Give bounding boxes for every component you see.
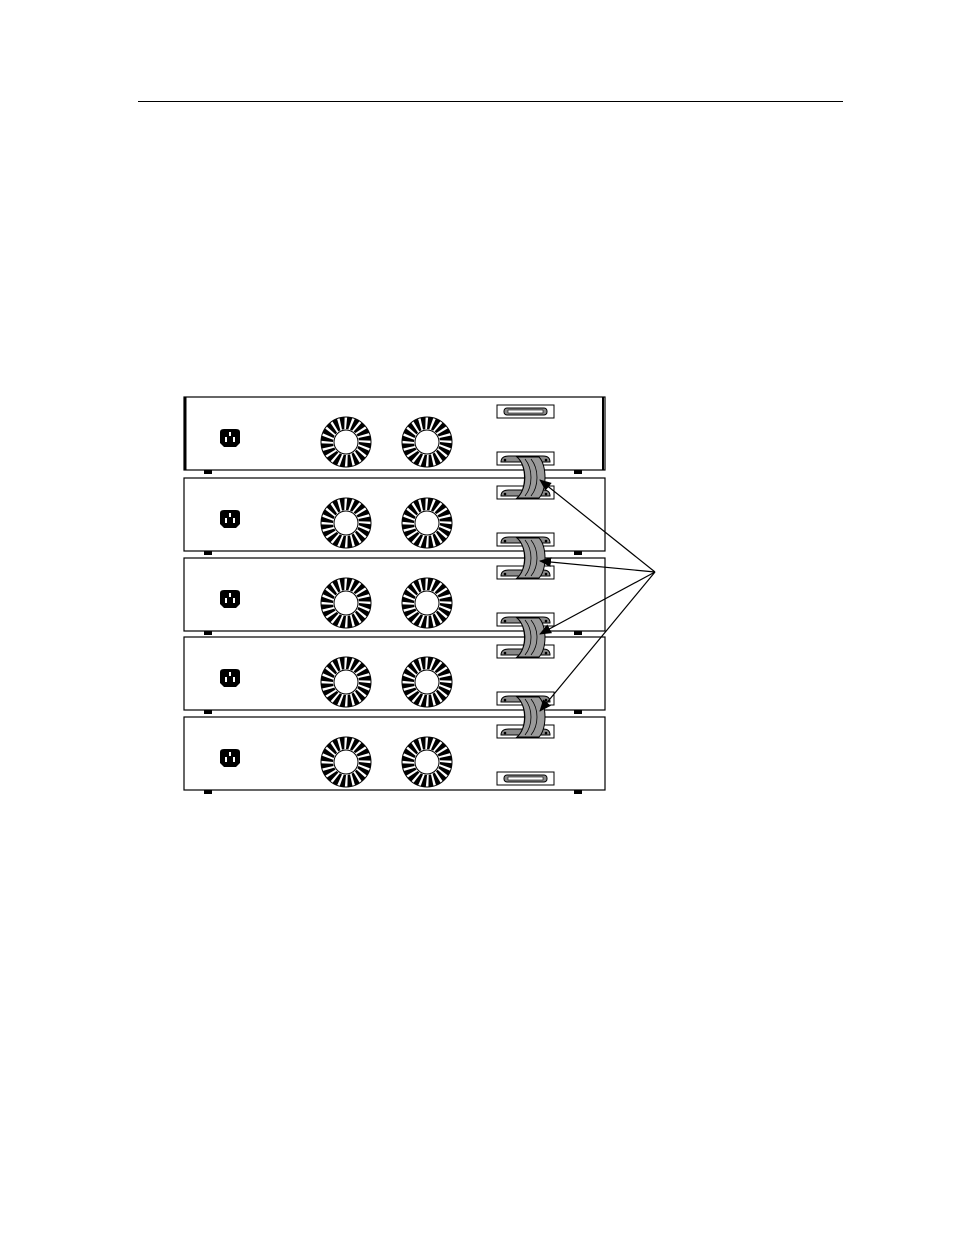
power-inlet-icon [220,590,240,608]
power-pin [233,598,235,603]
power-pin [233,437,235,442]
fan-icon [321,737,371,787]
power-pin [233,677,235,682]
power-pin [225,598,227,603]
screw [545,652,548,655]
fan-hub [415,750,439,774]
power-pin [225,518,227,523]
fan-icon [321,498,371,548]
screw [504,573,507,576]
power-pin [233,757,235,762]
fan-hub [415,670,439,694]
unit-foot [574,551,582,555]
fan-hub [334,750,358,774]
unit-foot [574,790,582,794]
screw [545,573,548,576]
power-pin [229,752,231,756]
fan-hub [415,430,439,454]
unit-foot [204,631,212,635]
fan-icon [402,417,452,467]
unit-foot [204,551,212,555]
power-inlet-icon [220,749,240,767]
fan-hub [334,430,358,454]
power-inlet-icon [220,510,240,528]
power-pin [229,513,231,517]
screw [504,540,507,543]
power-pin [225,677,227,682]
power-pin [225,757,227,762]
power-pin [229,432,231,436]
screw [545,732,548,735]
unit-foot [574,631,582,635]
fan-icon [321,657,371,707]
unit-foot [204,710,212,714]
power-inlet-icon [220,669,240,687]
screw [545,620,548,623]
unit-foot [204,470,212,474]
power-inlet-icon [220,429,240,447]
fan-hub [334,591,358,615]
cascade-port-upper [497,405,554,418]
fan-icon [402,578,452,628]
unit-foot [574,470,582,474]
fan-icon [402,657,452,707]
screw [545,540,548,543]
fan-icon [402,498,452,548]
screw [504,652,507,655]
power-pin [229,593,231,597]
screw [504,459,507,462]
screw [504,732,507,735]
screw [545,493,548,496]
fan-icon [321,578,371,628]
screw [545,459,548,462]
connector-slot [508,410,543,413]
units-layer [184,397,605,794]
screw [545,699,548,702]
unit-foot [204,790,212,794]
fan-hub [334,670,358,694]
fan-hub [415,511,439,535]
screw [504,620,507,623]
power-pin [233,518,235,523]
connector-slot [508,777,543,780]
power-pin [225,437,227,442]
fan-icon [402,737,452,787]
cascade-port-lower [497,772,554,785]
screw [504,699,507,702]
unit-foot [574,710,582,714]
screw [504,493,507,496]
fan-icon [321,417,371,467]
power-pin [229,672,231,676]
fan-hub [415,591,439,615]
fan-hub [334,511,358,535]
